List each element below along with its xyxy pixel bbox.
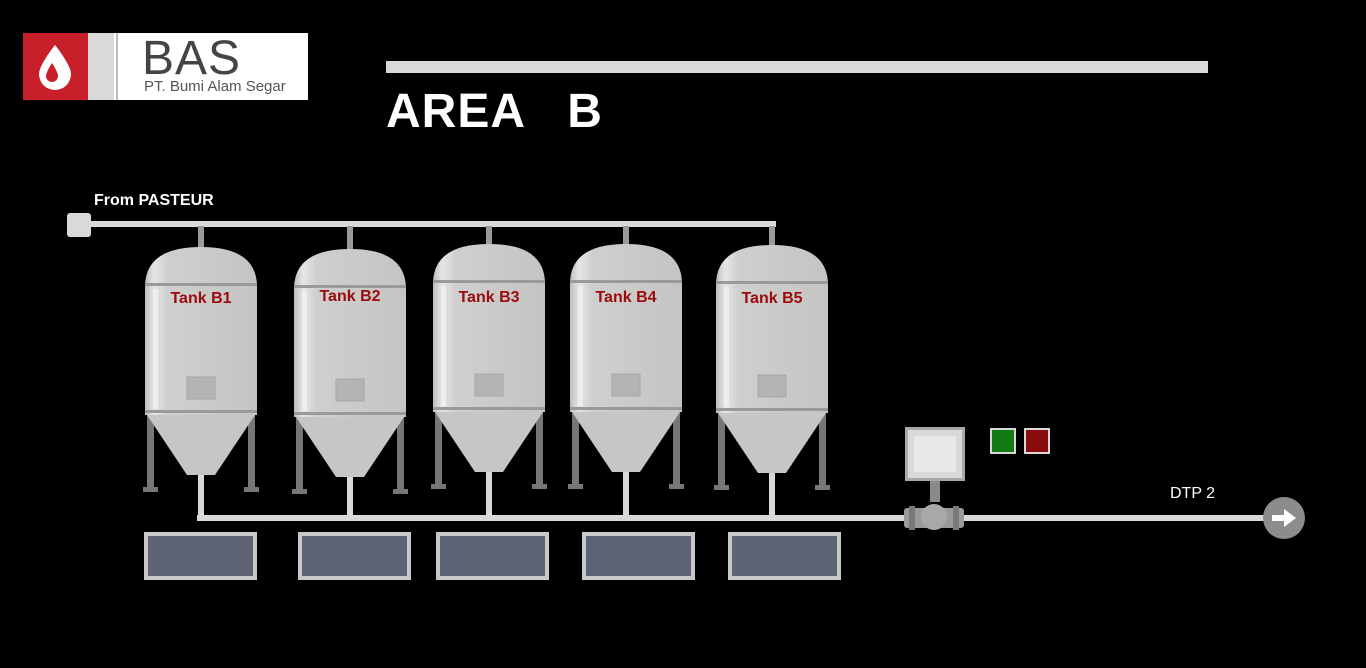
outlet-valve: [904, 480, 964, 530]
run-indicator[interactable]: [990, 428, 1016, 454]
title-divider: [386, 61, 1208, 73]
inlet-pipe: [90, 221, 776, 227]
company-logo: BAS PT. Bumi Alam Segar: [23, 32, 308, 100]
tank-b4: [568, 226, 684, 518]
tank-b2-label: Tank B2: [319, 288, 381, 305]
tank-b2: [292, 226, 408, 518]
tank-b2-monitor[interactable]: [298, 532, 411, 580]
logo-brand: BAS: [142, 32, 242, 85]
logo-company-name: PT. Bumi Alam Segar: [144, 78, 286, 95]
inlet-label: From PASTEUR: [94, 192, 214, 209]
tank-b5-monitor[interactable]: [728, 532, 841, 580]
drop-icon: [23, 33, 114, 100]
tank-b1-label: Tank B1: [170, 290, 232, 307]
outlet-arrow-button[interactable]: [1263, 497, 1305, 539]
tank-b3-label: Tank B3: [458, 289, 520, 306]
stop-indicator[interactable]: [1024, 428, 1050, 454]
valve-controller[interactable]: [905, 427, 965, 481]
tank-b1: [143, 226, 259, 518]
arrow-right-icon: [1272, 509, 1296, 527]
tank-b4-label: Tank B4: [595, 289, 657, 306]
valve-display: [914, 436, 956, 472]
tank-b5-label: Tank B5: [741, 290, 803, 307]
outlet-pipe: [197, 515, 1265, 521]
page-title: AREA B: [386, 85, 603, 138]
tank-b5: [714, 226, 830, 518]
outlet-label: DTP 2: [1170, 485, 1216, 502]
inlet-connector: [67, 213, 91, 237]
tank-b1-monitor[interactable]: [144, 532, 257, 580]
tank-b4-monitor[interactable]: [582, 532, 695, 580]
tank-b3: [431, 226, 547, 518]
tank-b3-monitor[interactable]: [436, 532, 549, 580]
